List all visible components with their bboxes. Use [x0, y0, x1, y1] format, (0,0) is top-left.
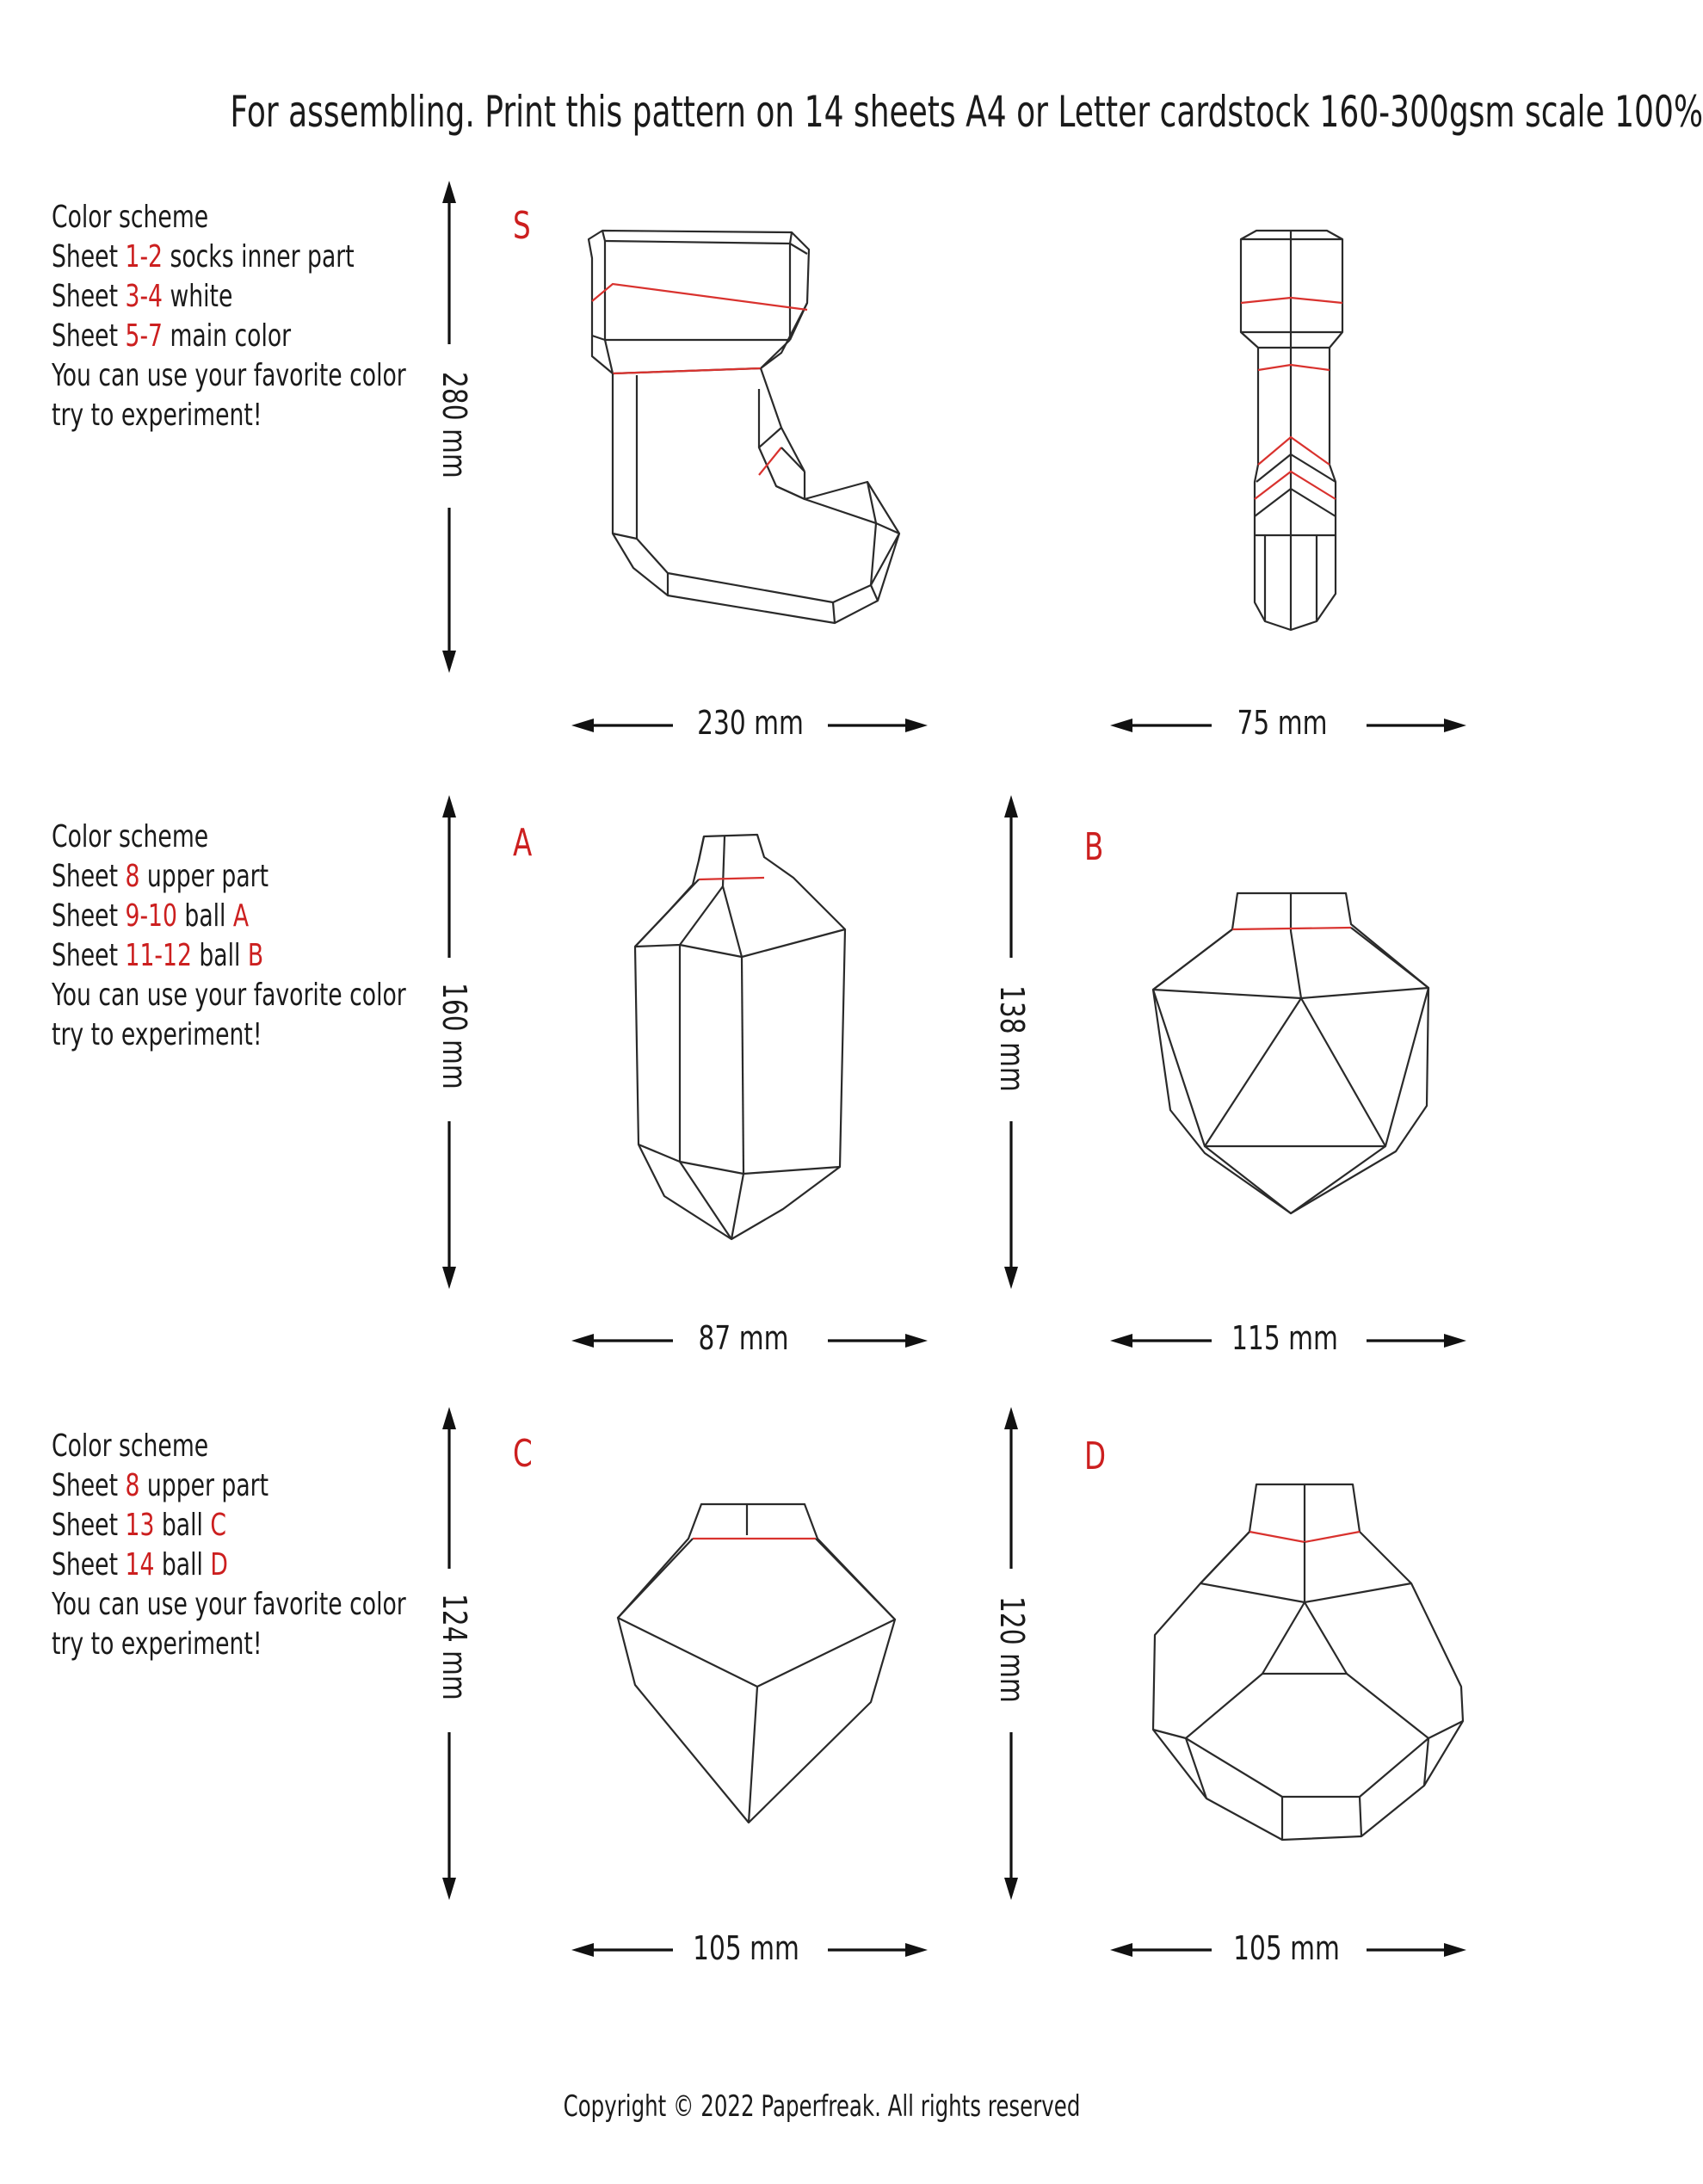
width-label-sock-front: 230 mm	[697, 704, 804, 742]
model-label-b: B	[1084, 825, 1104, 869]
scheme-line: Sheet 8 upper part	[52, 1468, 269, 1503]
scheme-heading: Color scheme	[52, 1428, 209, 1464]
ball-b-drawing	[1151, 891, 1430, 1215]
scheme-note: You can use your favorite color	[52, 358, 406, 393]
model-label-s: S	[513, 204, 531, 248]
ball-d-drawing	[1151, 1483, 1465, 1842]
scheme-line: Sheet 9-10 ball A	[52, 898, 250, 934]
width-label-ball-d: 105 mm	[1233, 1929, 1340, 1967]
scheme-note: try to experiment!	[52, 1017, 262, 1052]
height-arrow-ball-b	[1004, 795, 1018, 1289]
scheme-note: try to experiment!	[52, 1626, 262, 1662]
scheme-line: Sheet 8 upper part	[52, 859, 269, 894]
model-label-a: A	[513, 821, 533, 865]
scheme-line: Sheet 11-12 ball B	[52, 938, 264, 973]
stocking-front-drawing	[587, 229, 901, 625]
width-arrow-ball-b	[1110, 1334, 1466, 1348]
stocking-side-drawing	[1239, 229, 1344, 632]
model-label-d: D	[1084, 1434, 1107, 1478]
height-arrow-ball-a	[442, 795, 456, 1289]
scheme-line: Sheet 1-2 socks inner part	[52, 239, 355, 275]
width-arrow-sock-front	[571, 719, 928, 732]
height-arrow-ball-c	[442, 1407, 456, 1900]
ball-c-drawing	[616, 1502, 897, 1824]
width-arrow-ball-a	[571, 1334, 928, 1348]
height-arrow-ball-d	[1004, 1407, 1018, 1900]
model-label-c: C	[513, 1432, 533, 1476]
scheme-line: Sheet 5-7 main color	[52, 318, 292, 354]
scheme-line: Sheet 13 ball C	[52, 1508, 226, 1543]
width-label-ball-c: 105 mm	[693, 1929, 799, 1967]
scheme-line: Sheet 14 ball D	[52, 1547, 228, 1582]
scheme-heading: Color scheme	[52, 819, 209, 854]
color-scheme-balls-ab: Color scheme Sheet 8 upper part Sheet 9-…	[52, 817, 406, 1055]
ball-a-drawing	[633, 833, 847, 1241]
scheme-heading: Color scheme	[52, 200, 209, 235]
pattern-drawings	[442, 181, 1466, 1957]
height-arrow-sock	[442, 181, 456, 673]
scheme-note: You can use your favorite color	[52, 1587, 406, 1622]
width-label-ball-b: 115 mm	[1231, 1319, 1338, 1357]
copyright-footer: Copyright © 2022 Paperfreak. All rights …	[563, 2089, 1081, 2124]
scheme-note: You can use your favorite color	[52, 978, 406, 1013]
width-label-ball-a: 87 mm	[698, 1319, 789, 1357]
width-arrow-ball-c	[571, 1943, 928, 1957]
dimension-arrows	[442, 181, 1466, 1957]
color-scheme-socks: Color scheme Sheet 1-2 socks inner part …	[52, 198, 406, 435]
width-arrow-sock-side	[1110, 719, 1466, 732]
scheme-note: try to experiment!	[52, 398, 262, 433]
width-arrow-ball-d	[1110, 1943, 1466, 1957]
color-scheme-balls-cd: Color scheme Sheet 8 upper part Sheet 13…	[52, 1427, 406, 1664]
scheme-line: Sheet 3-4 white	[52, 279, 233, 314]
width-label-sock-side: 75 mm	[1237, 704, 1328, 742]
